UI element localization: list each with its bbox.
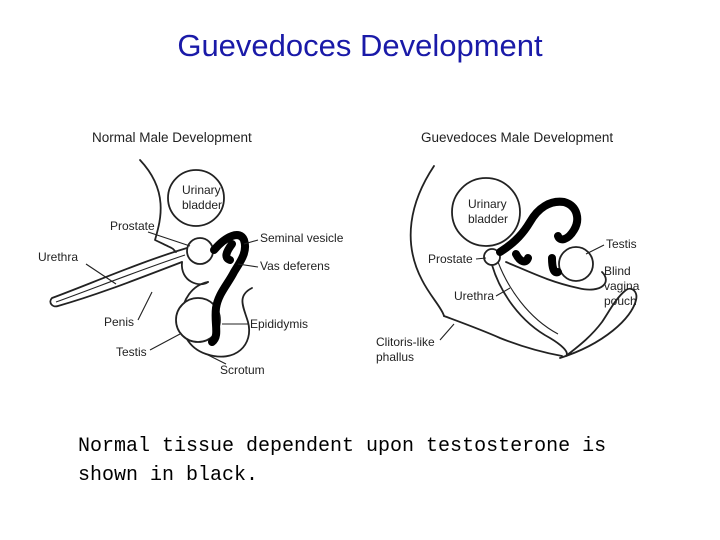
normal-urethra-label: Urethra — [38, 250, 78, 264]
guevedoces-phallus — [443, 315, 563, 357]
guevedoces-epididymis — [548, 254, 562, 277]
normal-prostate — [186, 237, 214, 265]
normal-vas-deferens-label: Vas deferens — [260, 259, 330, 273]
normal-penis-label: Penis — [104, 315, 134, 329]
guevedoces-pouch-label-1: Blind — [604, 264, 631, 278]
guevedoces-pouch-label-2: vaginal — [604, 279, 640, 293]
normal-body-outline — [139, 159, 177, 253]
normal-epididymis-label: Epididymis — [250, 317, 308, 331]
guevedoces-phallus-label-2: phallus — [376, 350, 414, 364]
guevedoces-urethra-label: Urethra — [454, 289, 494, 303]
guevedoces-urethra — [491, 264, 568, 357]
normal-testis-label: Testis — [116, 345, 147, 359]
guevedoces-testis — [558, 246, 594, 282]
normal-vesicle-tip — [222, 240, 236, 264]
normal-prostate-label: Prostate — [110, 219, 155, 233]
caption-line-2: shown in black. — [78, 464, 259, 487]
normal-perineum — [181, 261, 209, 286]
guevedoces-prostate-label: Prostate — [428, 252, 473, 266]
guevedoces-bladder-label-2: bladder — [468, 212, 508, 226]
normal-urethra — [55, 254, 186, 303]
normal-testis — [175, 297, 221, 343]
guevedoces-vaginal-pouch — [505, 261, 607, 291]
guevedoces-phallus-label-1: Clitoris-like — [376, 335, 435, 349]
guevedoces-panel: Guevedoces Male Development Urinary blad… — [376, 130, 640, 364]
normal-male-panel: Normal Male Development Urinary bladder … — [38, 130, 344, 377]
guevedoces-body-outline — [409, 165, 445, 317]
normal-scrotum-label: Scrotum — [220, 363, 265, 377]
caption-line-1: Normal tissue dependent upon testosteron… — [78, 435, 607, 458]
normal-penis — [49, 247, 188, 308]
slide-title: Guevedoces Development — [177, 28, 543, 63]
guevedoces-vesicle-tip — [512, 250, 532, 266]
guevedoces-testis-label: Testis — [606, 237, 637, 251]
normal-panel-title: Normal Male Development — [92, 130, 252, 145]
caption: Normal tissue dependent upon testosteron… — [78, 432, 678, 490]
normal-bladder-label-1: Urinary — [182, 183, 221, 197]
guevedoces-urethra-inner — [497, 261, 559, 335]
guevedoces-panel-title: Guevedoces Male Development — [421, 130, 613, 145]
normal-seminal-vesicle-vas — [208, 231, 249, 346]
normal-seminal-vesicle-label: Seminal vesicle — [260, 231, 344, 245]
guevedoces-pouch-label-3: pouch — [604, 294, 637, 308]
guevedoces-urinary-bladder — [451, 177, 521, 247]
guevedoces-labioscrotal-fold — [559, 287, 638, 359]
guevedoces-seminal-vas — [496, 197, 582, 256]
guevedoces-bladder-label-1: Urinary — [468, 197, 507, 211]
normal-bladder-label-2: bladder — [182, 198, 222, 212]
anatomy-diagram: Normal Male Development Urinary bladder … — [38, 130, 640, 377]
normal-urinary-bladder — [167, 169, 225, 227]
